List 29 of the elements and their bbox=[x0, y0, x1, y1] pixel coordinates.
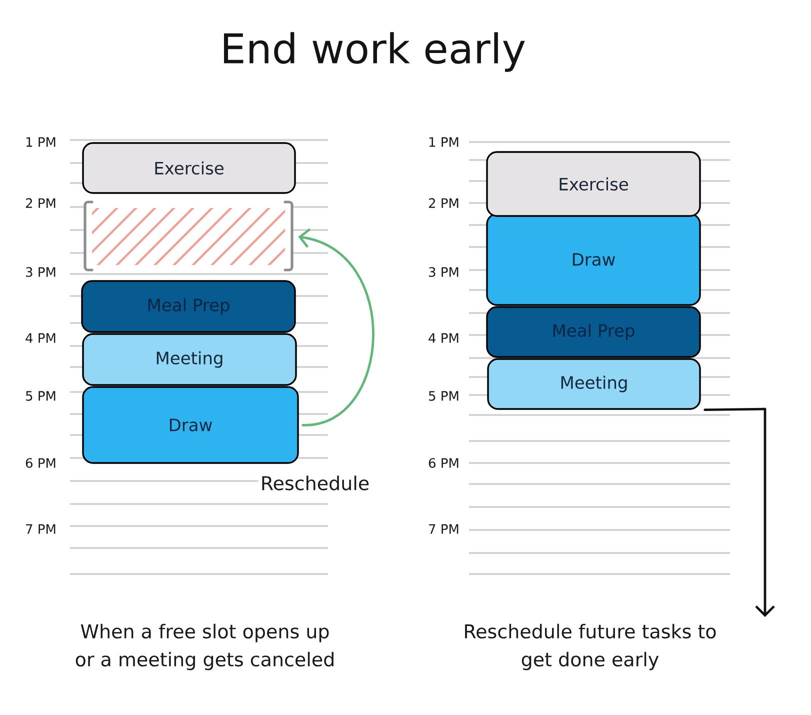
caption-text: Reschedule future tasks to get done early bbox=[465, 624, 716, 670]
edge-label: Reschedule bbox=[258, 474, 372, 492]
time-label: 1 PM bbox=[429, 137, 458, 147]
time-label: 5 PM bbox=[26, 391, 56, 401]
task-block: Meeting bbox=[82, 333, 297, 386]
time-label: 4 PM bbox=[26, 333, 56, 343]
task-block: Meal Prep bbox=[81, 280, 296, 333]
time-label: 4 PM bbox=[428, 333, 458, 343]
arrow bbox=[298, 228, 374, 426]
task-block: Meal Prep bbox=[486, 306, 701, 358]
time-label: 6 PM bbox=[428, 458, 458, 468]
time-label: 2 PM bbox=[428, 198, 458, 208]
task-block: Draw bbox=[486, 213, 701, 306]
time-label: 7 PM bbox=[429, 524, 458, 534]
caption-text: When a free slot opens up or a meeting gets canceled bbox=[76, 624, 334, 670]
task-block: Draw bbox=[82, 386, 299, 464]
time-label: 6 PM bbox=[26, 458, 56, 468]
title: End work early bbox=[224, 32, 525, 72]
time-label: 7 PM bbox=[26, 524, 56, 534]
hatched-slot bbox=[84, 200, 294, 272]
time-label: 3 PM bbox=[26, 267, 56, 277]
task-block: Meeting bbox=[487, 358, 701, 410]
time-label: 3 PM bbox=[429, 267, 458, 277]
time-label: 1 PM bbox=[26, 137, 56, 147]
arrow bbox=[704, 408, 775, 617]
task-block: Exercise bbox=[486, 151, 701, 217]
time-label: 5 PM bbox=[429, 391, 458, 401]
time-label: 2 PM bbox=[26, 198, 56, 208]
task-block: Exercise bbox=[82, 142, 296, 194]
